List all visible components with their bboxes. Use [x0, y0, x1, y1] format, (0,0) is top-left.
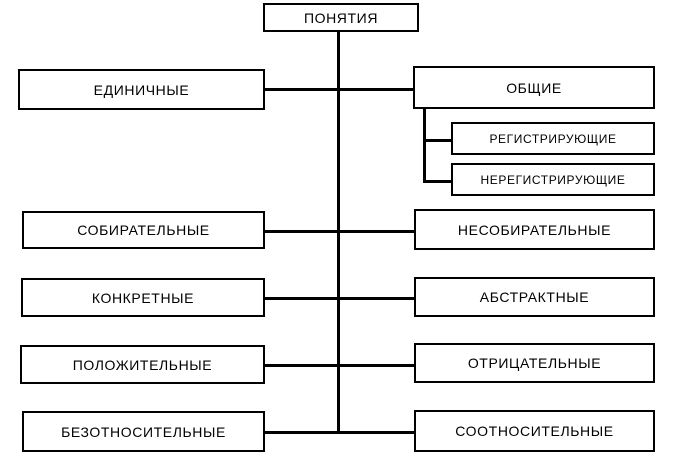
node-konkretnye-label: КОНКРЕТНЫЕ [91, 289, 195, 306]
node-sobiratelnye-label: СОБИРАТЕЛЬНЫЕ [77, 222, 210, 238]
node-polozhitelnye-label: ПОЛОЖИТЕЛЬНЫЕ [72, 356, 213, 373]
connector-obshchie-branch-vertical [423, 108, 426, 183]
connector-row-2 [264, 230, 416, 233]
node-registriruyushchie-label: РЕГИСТРИРУЮЩИЕ [489, 131, 617, 146]
node-obshchie[interactable]: ОБЩИЕ [413, 66, 655, 109]
node-edinichnye[interactable]: ЕДИНИЧНЫЕ [18, 69, 265, 110]
node-konkretnye[interactable]: КОНКРЕТНЫЕ [21, 278, 265, 317]
node-abstraktnye-label: АБСТРАКТНЫЕ [479, 289, 590, 305]
node-otricatelnye[interactable]: ОТРИЦАТЕЛЬНЫЕ [414, 343, 655, 383]
node-polozhitelnye[interactable]: ПОЛОЖИТЕЛЬНЫЕ [20, 345, 265, 384]
node-sootnositelnye[interactable]: СООТНОСИТЕЛЬНЫЕ [414, 410, 655, 452]
node-ponyatiya[interactable]: ПОНЯТИЯ [263, 3, 419, 32]
connector-row-5 [264, 431, 416, 434]
node-registriruyushchie[interactable]: РЕГИСТРИРУЮЩИЕ [451, 122, 655, 155]
node-nesobiratelnye-label: НЕСОБИРАТЕЛЬНЫЕ [457, 221, 612, 238]
node-bezotnositelnye[interactable]: БЕЗОТНОСИТЕЛЬНЫЕ [22, 411, 265, 452]
node-nesobiratelnye[interactable]: НЕСОБИРАТЕЛЬНЫЕ [414, 209, 655, 250]
node-sootnositelnye-label: СООТНОСИТЕЛЬНЫЕ [455, 423, 614, 439]
node-edinichnye-label: ЕДИНИЧНЫЕ [93, 81, 190, 98]
node-abstraktnye[interactable]: АБСТРАКТНЫЕ [414, 277, 655, 317]
node-obshchie-label: ОБЩИЕ [506, 79, 562, 96]
node-sobiratelnye[interactable]: СОБИРАТЕЛЬНЫЕ [22, 211, 265, 249]
connector-registriruyushchie [423, 139, 453, 142]
connector-row-1 [264, 88, 416, 91]
connector-neregistriruyushchie [423, 180, 453, 183]
connector-row-4 [264, 364, 416, 367]
connector-row-3 [264, 297, 416, 300]
node-neregistriruyushchie[interactable]: НЕРЕГИСТРИРУЮЩИЕ [451, 163, 655, 196]
node-ponyatiya-label: ПОНЯТИЯ [303, 9, 379, 26]
node-bezotnositelnye-label: БЕЗОТНОСИТЕЛЬНЫЕ [61, 423, 226, 440]
node-neregistriruyushchie-label: НЕРЕГИСТРИРУЮЩИЕ [480, 172, 626, 187]
node-otricatelnye-label: ОТРИЦАТЕЛЬНЫЕ [467, 355, 602, 371]
